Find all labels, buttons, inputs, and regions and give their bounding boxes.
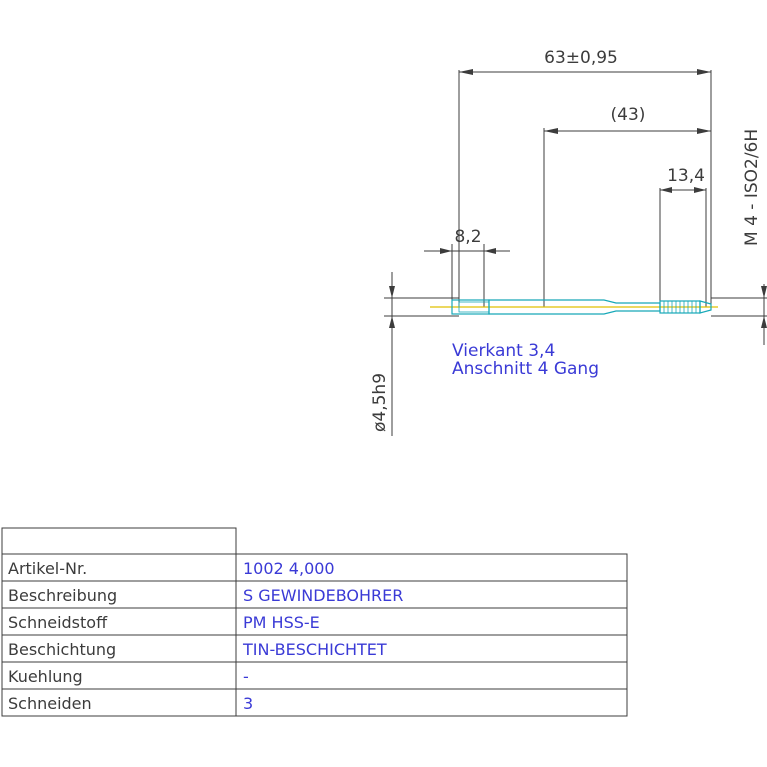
row-value-schneidstoff: PM HSS-E [243, 613, 320, 632]
tap-tool-outline [430, 299, 718, 315]
flute-length-dimension: (43) [543, 105, 711, 307]
square-note: Vierkant 3,4 [452, 341, 555, 361]
thread-length-dimension: 13,4 [659, 166, 707, 307]
overall-length-dimension: 63±0,95 [458, 48, 712, 307]
thread-length-label: 13,4 [667, 166, 705, 186]
thread-spec-label: M 4 - ISO2/6H [742, 129, 762, 246]
row-label-schneiden: Schneiden [8, 694, 92, 713]
row-value-beschreibung: S GEWINDEBOHRER [243, 586, 403, 605]
row-value-artikel: 1002 4,000 [243, 559, 335, 578]
chamfer-tip [699, 300, 712, 314]
overall-length-label: 63±0,95 [544, 48, 618, 68]
shank-diameter-label: ø4,5h9 [370, 373, 390, 432]
row-label-kuehlung: Kuehlung [8, 667, 83, 686]
chamfer-note: Anschnitt 4 Gang [452, 359, 599, 379]
specification-table: Artikel-Nr. 1002 4,000 Beschreibung S GE… [1, 527, 628, 717]
row-label-beschreibung: Beschreibung [8, 586, 117, 605]
row-value-beschichtung: TIN-BESCHICHTET [242, 640, 387, 659]
thread-spec-dimension: M 4 - ISO2/6H [711, 129, 767, 345]
row-label-beschichtung: Beschichtung [8, 640, 116, 659]
row-value-kuehlung: - [243, 667, 249, 686]
flute-length-label: (43) [611, 105, 646, 125]
row-label-artikel: Artikel-Nr. [8, 559, 87, 578]
row-value-schneiden: 3 [243, 694, 253, 713]
square-length-dimension: 8,2 [424, 227, 510, 307]
table-header-cell [1, 527, 237, 555]
shank-diameter-dimension: ø4,5h9 [370, 272, 459, 436]
row-label-schneidstoff: Schneidstoff [8, 613, 108, 632]
square-length-label: 8,2 [454, 227, 481, 247]
